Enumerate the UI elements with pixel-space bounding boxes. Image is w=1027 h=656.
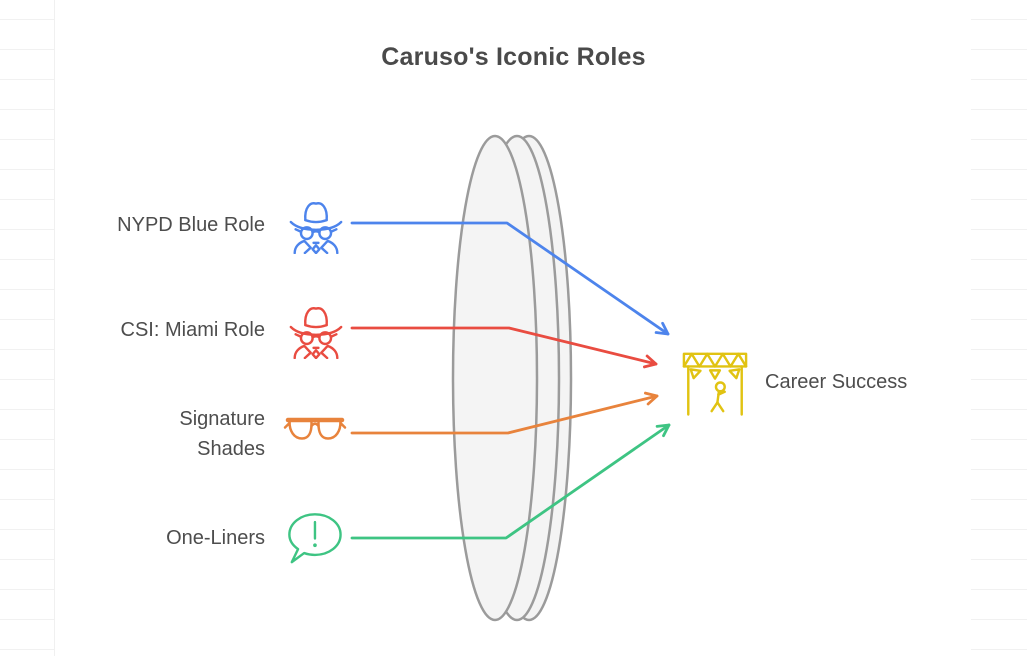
sunglasses-icon <box>283 409 347 455</box>
arrow-csi-miami-role <box>350 326 658 369</box>
ruled-margin-right <box>971 0 1027 656</box>
spy-detective-icon <box>285 297 347 359</box>
ruled-margin-left <box>0 0 55 656</box>
lens-shape <box>451 134 573 622</box>
input-label-csi-miami-role: CSI: Miami Role <box>120 319 265 341</box>
arrow-nypd-blue-role <box>350 221 670 336</box>
spy-detective-icon <box>285 192 347 254</box>
output-label-career-success: Career Success <box>765 371 908 393</box>
speech-bubble-exclamation-icon <box>285 510 343 566</box>
stage-icon <box>681 346 749 419</box>
arrow-signature-shades <box>350 391 659 435</box>
input-label-one-liners: One-Liners <box>166 527 265 549</box>
diagram-title: Caruso's Iconic Roles <box>381 43 646 71</box>
input-label-signature-shades: Signature Shades <box>179 408 265 460</box>
input-label-nypd-blue-role: NYPD Blue Role <box>117 214 265 236</box>
arrow-one-liners <box>350 423 671 540</box>
